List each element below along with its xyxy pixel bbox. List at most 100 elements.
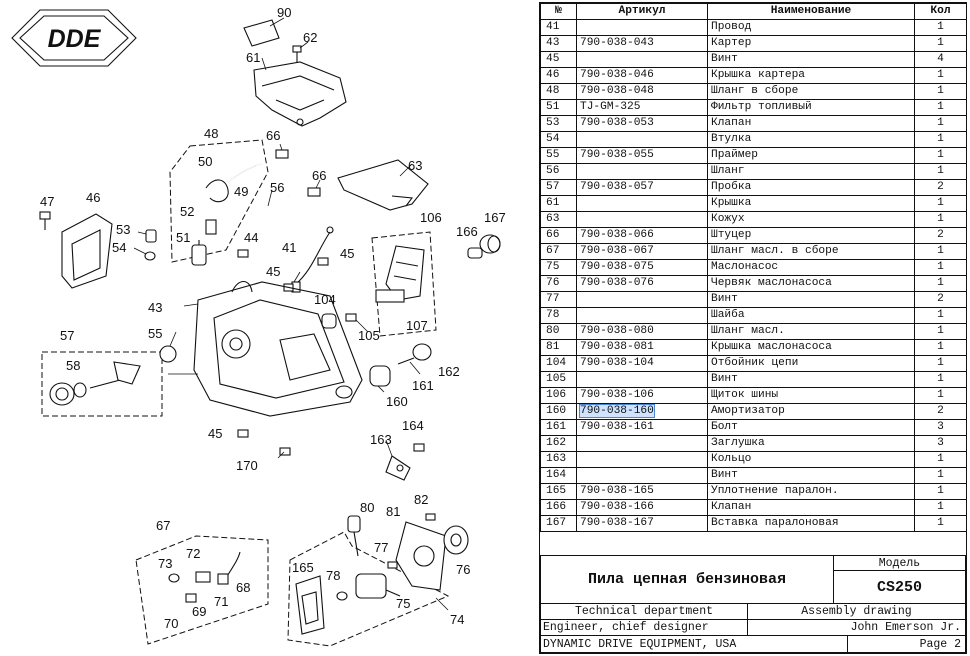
- cell-qty: 1: [914, 131, 967, 148]
- dde-logo: DDE: [11, 9, 137, 67]
- cell-name: Штуцер: [707, 227, 915, 244]
- cell-qty: 2: [914, 403, 967, 420]
- cell-name: Червяк маслонасоса: [707, 275, 915, 292]
- callout: 165: [292, 560, 314, 575]
- part-44-screw: [237, 249, 249, 258]
- cell-num: 57: [540, 179, 577, 196]
- cell-name: Пробка: [707, 179, 915, 196]
- callout: 45: [208, 426, 222, 441]
- cell-name: Отбойник цепи: [707, 355, 915, 372]
- cell-num: 63: [540, 211, 577, 228]
- cell-qty: 1: [914, 323, 967, 340]
- cell-name: Крышка: [707, 195, 915, 212]
- cell-article: 790-038-057: [576, 179, 708, 196]
- cell-name: Картер: [707, 35, 915, 52]
- callout: 167: [484, 210, 506, 225]
- part-76-worm: [443, 525, 469, 555]
- cell-article: [576, 467, 708, 484]
- callout: 58: [66, 358, 80, 373]
- cell-num: 104: [540, 355, 577, 372]
- selected-article[interactable]: 790-038-160: [579, 404, 655, 418]
- part-46-crankcase-cover: [61, 213, 113, 289]
- callout: 51: [176, 230, 190, 245]
- part-163-ring: [385, 455, 411, 481]
- company: DYNAMIC DRIVE EQUIPMENT, USA: [540, 635, 848, 653]
- part-90-sticker: [243, 19, 280, 47]
- cell-num: 56: [540, 163, 577, 180]
- cell-article: 790-038-076: [576, 275, 708, 292]
- callout: 78: [326, 568, 340, 583]
- cell-qty: 1: [914, 355, 967, 372]
- cell-num: 55: [540, 147, 577, 164]
- cell-qty: 3: [914, 435, 967, 452]
- cell-qty: 1: [914, 35, 967, 52]
- cell-qty: 1: [914, 275, 967, 292]
- callout: 52: [180, 204, 194, 219]
- cell-qty: 2: [914, 179, 967, 196]
- cell-name: Крышка картера: [707, 67, 915, 84]
- cell-article: 790-038-080: [576, 323, 708, 340]
- cell-num: 66: [540, 227, 577, 244]
- callout: 66: [312, 168, 326, 183]
- cell-qty: 2: [914, 227, 967, 244]
- bar-guard-box: [371, 231, 437, 337]
- cell-num: 167: [540, 515, 577, 532]
- doc-type: Assembly drawing: [747, 603, 966, 620]
- cell-name: Шланг: [707, 163, 915, 180]
- part-62-screw: [292, 45, 302, 62]
- callout: 47: [40, 194, 54, 209]
- cell-article: 790-038-053: [576, 115, 708, 132]
- cell-num: 166: [540, 499, 577, 516]
- part-47-screw: [39, 211, 51, 230]
- cell-num: 81: [540, 339, 577, 356]
- callout: 45: [266, 264, 280, 279]
- cell-num: 106: [540, 387, 577, 404]
- part-41-wire: [291, 226, 334, 293]
- cell-article: [576, 451, 708, 468]
- cell-article: [576, 371, 708, 388]
- cell-article: [576, 211, 708, 228]
- cell-qty: 1: [914, 259, 967, 276]
- title-block: Пила цепная бензиновая Модель CS250 Tech…: [540, 555, 966, 653]
- cell-article: [576, 131, 708, 148]
- cell-num: 162: [540, 435, 577, 452]
- cell-article: 790-038-046: [576, 67, 708, 84]
- callout: 55: [148, 326, 162, 341]
- part-161-bolt: [397, 357, 415, 365]
- cell-article: 790-038-075: [576, 259, 708, 276]
- part-167-foam-insert: [479, 234, 501, 254]
- header-name: Наименование: [707, 3, 915, 20]
- callout: 74: [450, 612, 464, 627]
- part-45-screw-c: [237, 429, 249, 438]
- cell-name: Амортизатор: [707, 403, 915, 420]
- callout: 57: [60, 328, 74, 343]
- callout: 164: [402, 418, 424, 433]
- cell-name: Провод: [707, 19, 915, 36]
- cell-num: 67: [540, 243, 577, 260]
- part-81-pump-cover: [395, 521, 447, 591]
- cell-name: Заглушка: [707, 435, 915, 452]
- cell-num: 46: [540, 67, 577, 84]
- product-name: Пила цепная бензиновая: [540, 555, 834, 604]
- callout: 80: [360, 500, 374, 515]
- cell-num: 76: [540, 275, 577, 292]
- part-162-plug: [412, 343, 432, 361]
- cell-name: Маслонасос: [707, 259, 915, 276]
- part-78-washer: [336, 591, 348, 601]
- cell-article: [576, 291, 708, 308]
- role: Engineer, chief designer: [540, 619, 748, 636]
